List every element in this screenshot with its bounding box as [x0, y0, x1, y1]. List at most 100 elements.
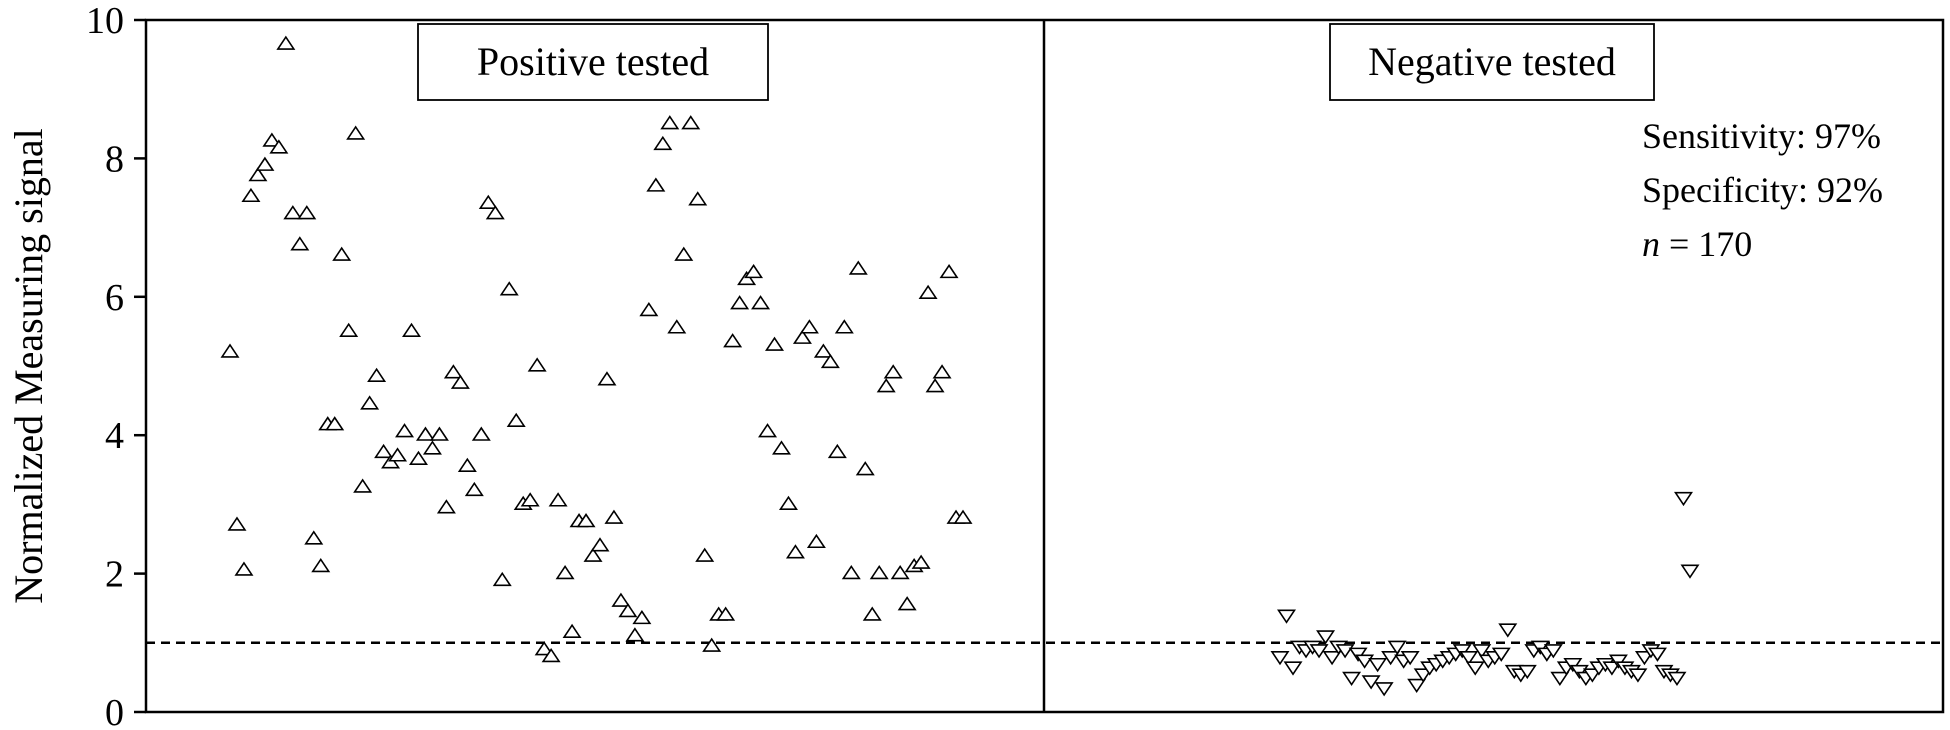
positive-data-point	[925, 378, 945, 393]
negative-data-point	[1374, 682, 1394, 697]
positive-data-point	[234, 561, 254, 576]
positive-data-point	[269, 139, 289, 154]
positive-data-point	[730, 295, 750, 310]
positive-data-point	[723, 333, 743, 348]
positive-data-point	[716, 606, 736, 621]
positive-data-point	[667, 319, 687, 334]
positive-data-point	[276, 35, 296, 50]
positive-data-point	[415, 426, 435, 441]
positive-data-point	[492, 571, 512, 587]
negative-data-point	[1465, 661, 1485, 676]
positive-data-point	[367, 367, 387, 382]
positive-data-point	[827, 443, 847, 459]
negative-data-point	[1680, 564, 1700, 579]
sensitivity-label: Sensitivity: 97%	[1642, 116, 1881, 156]
negative-data-point	[1452, 644, 1472, 659]
positive-data-point	[639, 301, 659, 317]
positive-data-point	[562, 623, 582, 639]
positive-data-point	[806, 533, 826, 549]
positive-data-point	[932, 364, 952, 379]
positive-data-point	[548, 492, 568, 507]
positive-data-point	[604, 509, 624, 524]
positive-data-point	[918, 284, 938, 299]
positive-data-point	[506, 412, 526, 427]
positive-data-point	[597, 371, 617, 386]
positive-data-point	[402, 322, 421, 338]
positive-data-point	[688, 191, 708, 206]
positive-data-point	[632, 609, 652, 625]
positive-data-point	[576, 513, 596, 528]
positive-data-point	[429, 426, 449, 441]
panel-title-positive-box	[417, 23, 769, 101]
negative-data-point	[1550, 671, 1570, 687]
negative-data-point	[1667, 671, 1687, 687]
sample-size-label: n = 170	[1642, 224, 1752, 264]
positive-data-point	[653, 135, 673, 151]
positive-data-point	[255, 156, 275, 171]
negative-data-point	[1459, 651, 1479, 666]
positive-data-point	[785, 544, 805, 559]
positive-data-point	[772, 440, 791, 455]
positive-data-point	[360, 395, 380, 410]
positive-data-point	[450, 374, 470, 389]
negative-data-point	[1673, 491, 1693, 507]
positive-data-point	[283, 205, 303, 220]
y-tick-label: 2	[105, 554, 124, 596]
negative-data-point	[1283, 661, 1303, 676]
positive-data-point	[939, 263, 959, 279]
negative-data-point	[1628, 668, 1648, 683]
positive-data-point	[464, 481, 484, 497]
negative-data-point	[1381, 651, 1401, 666]
sample-size-value: = 170	[1660, 224, 1752, 264]
positive-data-point	[848, 260, 868, 275]
panel-title-negative-box	[1329, 23, 1655, 101]
negative-data-point	[1498, 623, 1518, 638]
positive-data-point	[611, 592, 631, 607]
positive-data-point	[618, 603, 638, 618]
positive-data-point	[332, 246, 352, 261]
panel-title-negative: Negative tested	[1329, 23, 1655, 101]
positive-data-point	[262, 132, 282, 147]
positive-data-point	[744, 263, 764, 279]
positive-data-point	[541, 647, 561, 663]
positive-data-point	[953, 509, 973, 524]
positive-data-point	[737, 270, 757, 286]
negative-data-point	[1322, 651, 1342, 666]
positive-data-point	[520, 492, 540, 507]
positive-data-point	[590, 537, 610, 552]
positive-data-point	[751, 295, 771, 310]
negative-data-point	[1309, 644, 1329, 659]
positive-data-point	[457, 457, 477, 472]
positive-data-point	[346, 125, 366, 140]
positive-data-point	[311, 558, 331, 573]
positive-data-point	[890, 564, 910, 580]
positive-data-point	[855, 461, 875, 476]
positive-data-point	[471, 426, 491, 441]
negative-data-point	[1355, 654, 1375, 669]
negative-data-point	[1491, 647, 1511, 662]
y-tick-label: 8	[105, 138, 124, 180]
positive-data-point	[834, 319, 854, 334]
negative-data-point	[1413, 668, 1433, 683]
positive-data-point	[625, 627, 645, 642]
negative-data-point	[1582, 668, 1602, 683]
panel-title-positive: Positive tested	[417, 23, 769, 101]
negative-data-point	[1634, 651, 1654, 666]
positive-data-point	[695, 547, 715, 562]
positive-data-point	[374, 443, 394, 459]
positive-data-point	[297, 205, 317, 220]
positive-data-point	[883, 364, 903, 379]
positive-data-point	[220, 343, 240, 358]
positive-data-point	[869, 564, 889, 580]
positive-data-point	[765, 336, 785, 351]
negative-data-point	[1407, 678, 1427, 693]
positive-data-point	[555, 564, 575, 580]
positive-data-point	[841, 564, 861, 580]
positive-data-point	[876, 378, 896, 393]
positive-data-point	[646, 177, 666, 192]
positive-data-point	[395, 423, 415, 438]
positive-data-point	[241, 187, 261, 203]
sample-size-n: n	[1642, 224, 1660, 264]
positive-data-point	[388, 447, 408, 462]
